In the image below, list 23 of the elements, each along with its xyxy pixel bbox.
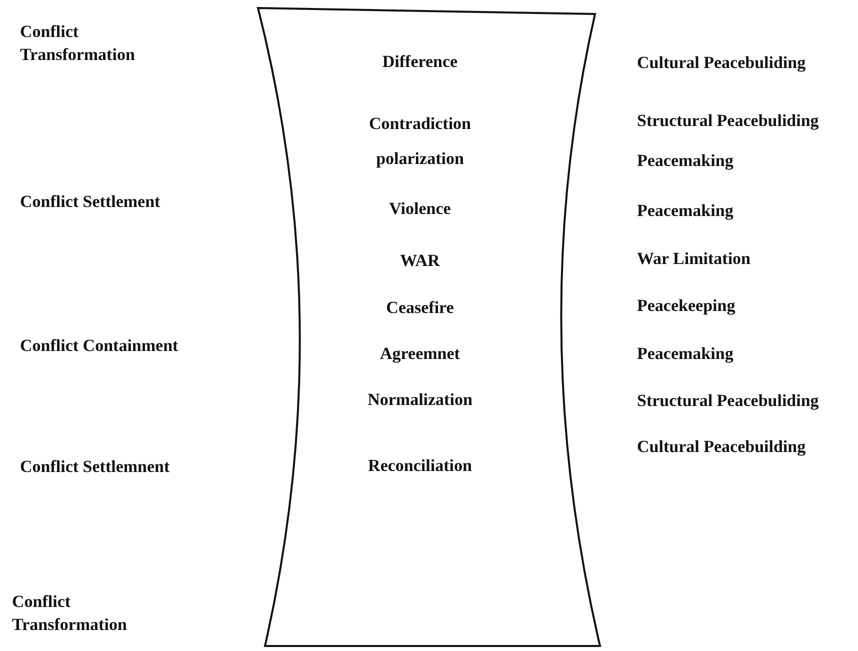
conflict-phase-label: Conflict Settlemnent	[20, 456, 171, 478]
conflict-phase-label: Conflict Transformation	[12, 591, 128, 636]
stage-label: Ceasefire	[386, 298, 454, 318]
conflict-phase-label: Conflict Settlement	[20, 191, 162, 213]
peace-strategy-label: Peacekeeping	[637, 295, 736, 317]
peace-strategy-label: Peacemaking	[637, 343, 734, 365]
conflict-phase-label: Conflict Transformation	[20, 21, 136, 66]
peace-strategy-label: Peacemaking	[637, 150, 734, 172]
stage-label: WAR	[400, 251, 440, 271]
peace-strategy-label: Structural Peacebuliding	[637, 110, 819, 132]
stage-label: polarization	[376, 149, 464, 169]
peace-strategy-label: War Limitation	[637, 248, 750, 270]
peace-strategy-label: Cultural Peacebuilding	[637, 436, 806, 458]
stage-label: Agreemnet	[380, 344, 460, 364]
stage-label: Contradiction	[369, 114, 471, 134]
peace-strategy-label: Structural Peacebuliding	[637, 390, 819, 412]
stage-label: Normalization	[368, 390, 472, 410]
peace-strategy-label: Peacemaking	[637, 200, 734, 222]
stage-label: Difference	[382, 52, 458, 72]
stage-label: Violence	[389, 199, 451, 219]
peace-strategy-label: Cultural Peacebuliding	[637, 52, 806, 74]
conflict-phase-label: Conflict Containment	[20, 335, 180, 357]
stage-label: Reconciliation	[368, 456, 472, 476]
